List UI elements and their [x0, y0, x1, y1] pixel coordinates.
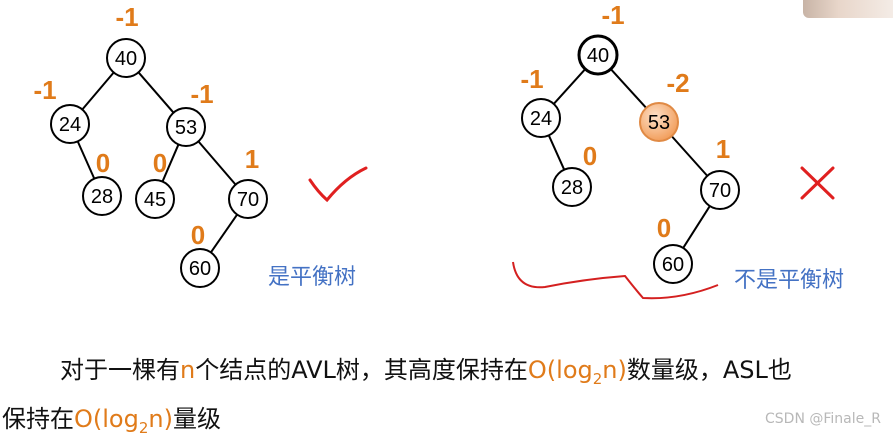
line2-big-o: O(log2n): [74, 405, 173, 437]
node-label: 53: [648, 112, 670, 134]
balance-factor-70: 1: [245, 144, 259, 174]
description-line-1: 对于一棵有n个结点的AVL树，其高度保持在O(log2n)数量级，ASL也: [0, 350, 893, 388]
node-label: 70: [237, 189, 259, 211]
description-line-2: 保持在O(log2n)量级: [0, 399, 893, 437]
line1-big-o: O(log2n): [527, 356, 627, 388]
line1-n: n: [180, 356, 196, 384]
line1-text-b: 个结点的AVL树，其高度保持在: [195, 356, 528, 384]
check-mark-icon: [308, 166, 368, 203]
edge-n40-n53: [137, 71, 175, 114]
tree-node-40: 40: [106, 38, 146, 78]
tree-node-60: 60: [653, 244, 693, 284]
node-label: 40: [115, 48, 137, 70]
edge-n40-n24: [81, 71, 115, 111]
tree-node-53: 53: [166, 107, 206, 147]
tree-node-53: 53: [639, 102, 679, 142]
edge-n53-n70: [197, 140, 237, 186]
unbalanced-caption: 不是平衡树: [734, 268, 844, 293]
node-label: 28: [561, 177, 583, 199]
node-label: 70: [709, 180, 731, 202]
balance-factor-28: 0: [96, 148, 110, 178]
hand-drawn-underline: [512, 261, 719, 300]
edge-m40-m24: [553, 68, 586, 105]
presenter-video-thumbnail: [803, 0, 893, 18]
tree-node-28: 28: [552, 167, 592, 207]
line1-text-a: 对于一棵有: [60, 356, 180, 384]
edge-m24-m28: [547, 134, 566, 171]
balance-factor-24: -1: [33, 75, 56, 105]
line2-text-a: 保持在: [2, 405, 74, 433]
balance-factor-40: -1: [115, 2, 138, 32]
edge-n24-n28: [76, 140, 96, 180]
node-label: 60: [189, 258, 211, 280]
tree-node-40: 40: [577, 34, 619, 76]
balance-factor-70: 1: [716, 134, 730, 164]
node-label: 45: [144, 189, 166, 211]
line2-text-b: 量级: [172, 405, 221, 433]
balance-factor-28: 0: [583, 141, 597, 171]
line1-text-c: 数量级，ASL也: [626, 356, 792, 384]
node-label: 40: [587, 45, 609, 67]
cross-mark-icon: [800, 166, 835, 200]
tree-node-24: 24: [521, 98, 561, 138]
balance-factor-45: 0: [153, 148, 167, 178]
tree-node-60: 60: [180, 248, 220, 288]
node-label: 60: [662, 254, 684, 276]
tree-node-24: 24: [50, 104, 90, 144]
balance-factor-60: 0: [657, 213, 671, 243]
tree-node-70: 70: [700, 170, 740, 210]
edge-m40-m53: [610, 68, 647, 109]
node-label: 24: [530, 108, 552, 130]
balance-factor-60: 0: [191, 220, 205, 250]
edge-n53-n45: [161, 144, 180, 182]
edge-m53-m70: [670, 135, 709, 177]
edge-n70-n60: [210, 214, 238, 253]
tree-node-45: 45: [135, 179, 175, 219]
watermark: CSDN @Finale_R: [765, 411, 881, 427]
node-label: 24: [59, 114, 81, 136]
node-label: 28: [91, 186, 113, 208]
balance-factor-24: -1: [520, 64, 543, 94]
tree-node-28: 28: [82, 176, 122, 216]
node-label: 53: [175, 117, 197, 139]
balance-factor-53: -1: [190, 79, 213, 109]
balanced-caption: 是平衡树: [268, 265, 356, 290]
balance-factor-40: -1: [601, 0, 624, 30]
edge-m70-m60: [682, 205, 711, 249]
tree-node-70: 70: [228, 179, 268, 219]
balance-factor-53: -2: [666, 68, 689, 98]
